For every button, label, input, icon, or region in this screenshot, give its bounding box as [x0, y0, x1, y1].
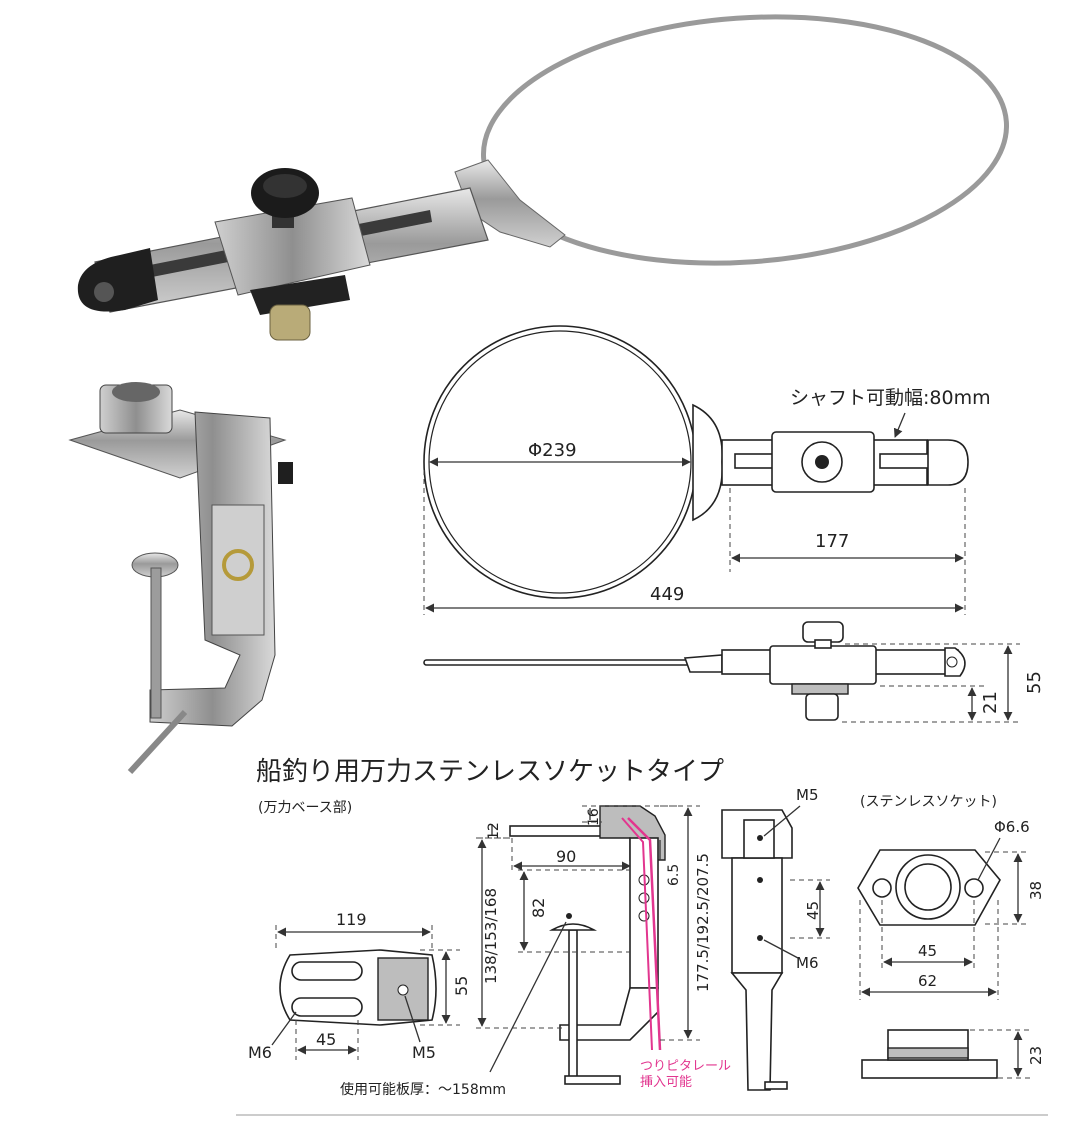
- cs-dim-82-label: 82: [529, 898, 548, 918]
- dim-119-label: 119: [336, 910, 367, 929]
- top-ring-inner: [428, 330, 692, 594]
- phi239-label: Φ239: [528, 440, 577, 461]
- base-m6-label: M6: [248, 1043, 272, 1062]
- dim-45b-label: 45: [316, 1030, 336, 1049]
- shaft-pointer: [893, 412, 906, 438]
- socket-pin: [269, 304, 311, 341]
- cf-m5-label: M5: [796, 786, 819, 804]
- clamp-side-section: 16 12 90 82 138/153/168 177.5/192.5/207.…: [340, 805, 731, 1098]
- cs-dim-90-label: 90: [556, 847, 576, 866]
- knob-top: [263, 174, 307, 198]
- socket-caption: (ステンレスソケット): [860, 794, 997, 810]
- cf-hole-low: [757, 935, 763, 941]
- socket-dim-38-label: 38: [1027, 881, 1045, 900]
- cs-hole-3: [638, 910, 650, 922]
- base-m6-leader: [271, 1011, 297, 1046]
- clamp-front-section: M5 45 M6: [721, 786, 830, 1091]
- cs-rail-pink-2: [621, 817, 653, 1051]
- side-view-drawing: 55 21: [423, 621, 1045, 723]
- cs-rail-note-1: つりピタレール: [640, 1059, 731, 1074]
- clamp-ring-pin: [222, 549, 254, 581]
- socket-hole-left: [872, 878, 892, 898]
- cs-tbar: [564, 1075, 621, 1085]
- clamp-photo: [68, 382, 293, 775]
- clamp-inner-rail: [211, 504, 265, 636]
- side-endcap-hole: [946, 656, 958, 668]
- cs-dim-12-label: 12: [486, 822, 502, 840]
- base-m5-label: M5: [412, 1043, 436, 1062]
- side-knob: [802, 621, 844, 643]
- socket-side-base: [861, 1059, 998, 1079]
- cs-hole-2: [638, 892, 650, 904]
- cs-dim-65-label: 6.5: [666, 864, 682, 886]
- base-hole-m5: [397, 984, 409, 996]
- socket-hole-right: [964, 878, 984, 898]
- cs-dim-heights-label: 138/153/168: [482, 888, 500, 984]
- cs-plate-note: 使用可能板厚：～158mm: [340, 1081, 506, 1098]
- product-title: 船釣り用万力ステンレスソケットタイプ: [256, 757, 724, 787]
- top-bracket: [692, 403, 724, 522]
- cs-rail-note-2: 挿入可能: [640, 1075, 692, 1090]
- dim-55-label: 55: [1024, 671, 1045, 694]
- dim-177-label: 177: [815, 531, 849, 552]
- cf-lower: [730, 972, 784, 1091]
- base-slot-b: [291, 997, 363, 1017]
- cf-m6-leader: [763, 939, 799, 959]
- cf-m6-label: M6: [796, 954, 819, 972]
- top-endcap: [927, 439, 969, 486]
- side-under-plate: [791, 683, 849, 695]
- socket-dim-62-label: 62: [918, 972, 937, 990]
- base-slot-a: [291, 961, 363, 981]
- side-endcap: [944, 647, 966, 677]
- clamp-tbar: [127, 709, 188, 775]
- cf-dim-45-label: 45: [804, 901, 822, 920]
- cs-dim-16-label: 16: [586, 808, 602, 826]
- clamp-socket-hole: [112, 382, 160, 402]
- clamp-knob-side: [278, 462, 293, 484]
- side-slider: [769, 645, 877, 685]
- cf-body: [731, 857, 783, 974]
- socket-dim-45-label: 45: [918, 942, 937, 960]
- base-section: (万力ベース部) 119 55 45 M6 M5: [248, 800, 471, 1062]
- cs-rail-pink: [627, 817, 662, 1051]
- cs-screw-pad: [548, 923, 598, 931]
- wire-ring: [480, 14, 1010, 266]
- socket-ring-inner: [904, 863, 952, 911]
- top-view-drawing: シャフト可動幅:80mm Φ239 177 449: [423, 325, 991, 615]
- top-knob-center: [815, 455, 829, 469]
- shaft-range-label: シャフト可動幅:80mm: [790, 387, 991, 409]
- cs-dim-total-label: 177.5/192.5/207.5: [694, 853, 712, 992]
- end-cap-hole: [94, 282, 114, 302]
- cf-m5-leader: [763, 805, 801, 837]
- dim-449-label: 449: [650, 584, 684, 605]
- rod-holder-photo: [77, 14, 1010, 341]
- base-block: [377, 957, 429, 1021]
- cf-tbar: [764, 1081, 788, 1090]
- side-socket: [805, 693, 839, 721]
- end-cap: [77, 248, 158, 312]
- top-slot-left: [734, 453, 774, 469]
- side-wire: [423, 659, 690, 666]
- socket-side-band: [887, 1047, 969, 1059]
- socket-phi-leader: [977, 837, 1001, 881]
- dim-21-label: 21: [980, 691, 1001, 714]
- side-knob-stem: [814, 639, 832, 649]
- cs-plate-leader: [489, 921, 567, 1073]
- socket-phi-label: Φ6.6: [994, 818, 1030, 836]
- cf-hole-mid: [757, 877, 763, 883]
- cf-hole-top: [757, 835, 763, 841]
- base-m5-leader: [404, 995, 421, 1043]
- base-caption: (万力ベース部): [258, 800, 352, 816]
- side-bracket: [683, 654, 723, 673]
- dim-55b-label: 55: [452, 976, 471, 996]
- cs-pad-dot: [566, 913, 572, 919]
- socket-section: (ステンレスソケット) Φ6.6 38 45 62 23: [857, 794, 1045, 1079]
- clamp-screw: [150, 567, 162, 719]
- under-clamp: [250, 275, 350, 315]
- socket-dim-23-label: 23: [1027, 1046, 1045, 1065]
